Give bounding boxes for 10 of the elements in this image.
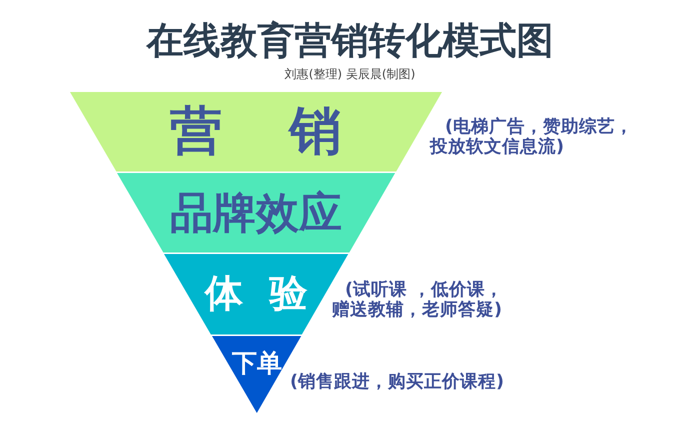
diagram-title: 在线教育营销转化模式图 [146, 18, 554, 64]
band-note: (电梯广告，赞助综艺，投放软文信息流) [430, 117, 634, 157]
band-note: (试听课 ，低价课，赠送教辅，老师答疑) [332, 280, 504, 320]
credit-line: 刘惠(整理) 吴辰晨(制图) [284, 66, 416, 82]
band-label: 体 验 [205, 273, 308, 315]
funnel-band [117, 173, 396, 252]
band-label: 营 销 [170, 103, 342, 161]
band-note: (销售跟进，购买正价课程) [290, 372, 504, 392]
band-label: 下单 [232, 349, 282, 377]
band-label: 品牌效应 [170, 190, 342, 238]
